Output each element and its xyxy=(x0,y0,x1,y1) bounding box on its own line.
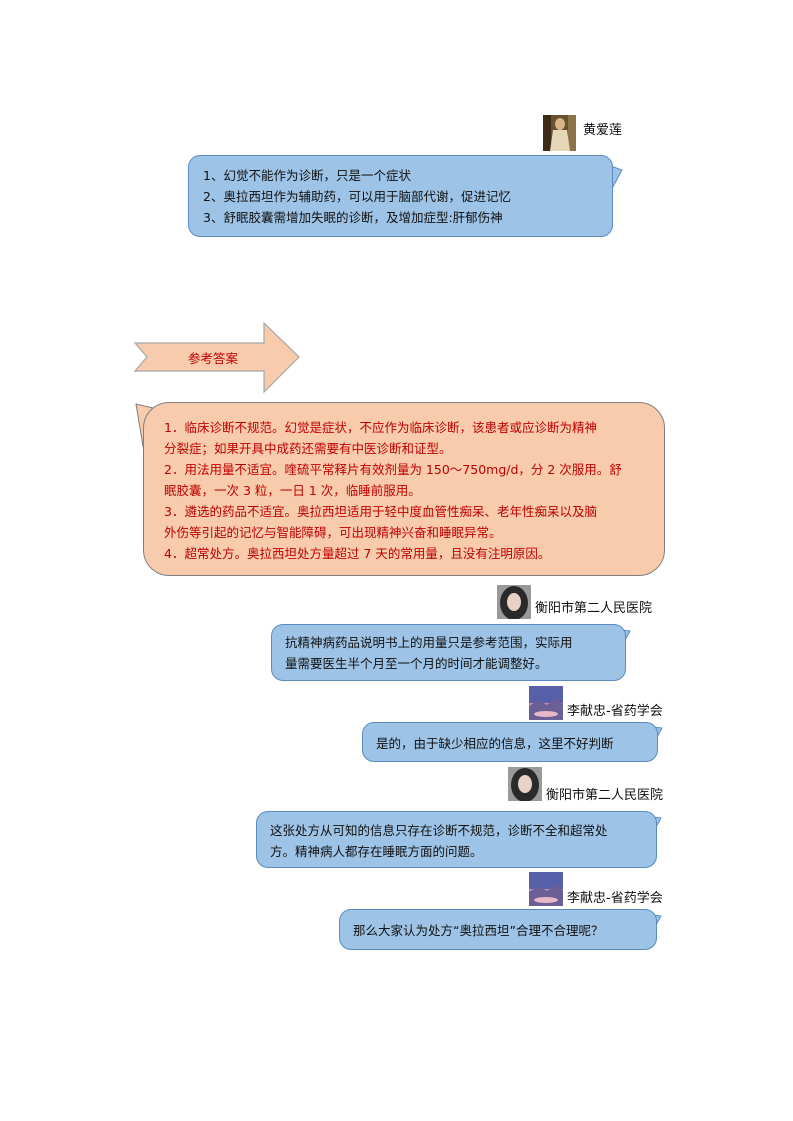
message-bubble: 是的，由于缺少相应的信息，这里不好判断 xyxy=(362,722,658,762)
sender-name: 李献忠-省药学会 xyxy=(567,891,663,906)
sender-name: 李献忠-省药学会 xyxy=(567,704,663,719)
sender-name: 黄爱莲 xyxy=(583,123,623,138)
reference-label: 参考答案 xyxy=(188,351,239,366)
reference-line: 1．临床诊断不规范。幻觉是症状，不应作为临床诊断，该患者或应诊断为精神 xyxy=(164,420,597,435)
reference-arrow xyxy=(133,322,300,394)
message-line: 量需要医生半个月至一个月的时间才能调整好。 xyxy=(285,656,548,671)
avatar xyxy=(529,686,563,720)
reference-line: 眠胶囊，一次 3 粒，一日 1 次，临睡前服用。 xyxy=(164,483,421,498)
message-line: 抗精神病药品说明书上的用量只是参考范围，实际用 xyxy=(285,635,573,650)
message-line: 是的，由于缺少相应的信息，这里不好判断 xyxy=(376,736,614,751)
reference-line: 分裂症；如果开具中成药还需要有中医诊断和证型。 xyxy=(164,441,452,456)
message-bubble: 那么大家认为处方“奥拉西坦”合理不合理呢？ xyxy=(339,909,657,950)
message-line: 方。精神病人都存在睡眠方面的问题。 xyxy=(270,844,483,859)
reference-line: 4．超常处方。奥拉西坦处方量超过 7 天的常用量，且没有注明原因。 xyxy=(164,546,551,561)
reference-line: 2．用法用量不适宜。喹硫平常释片有效剂量为 150～750mg/d，分 2 次服… xyxy=(164,462,622,477)
message-line: 3、舒眠胶囊需增加失眠的诊断，及增加症型:肝郁伤神 xyxy=(203,210,503,225)
avatar xyxy=(529,872,563,906)
reference-answer-bubble: 1．临床诊断不规范。幻觉是症状，不应作为临床诊断，该患者或应诊断为精神 分裂症；… xyxy=(143,402,665,576)
message-bubble: 这张处方从可知的信息只存在诊断不规范，诊断不全和超常处 方。精神病人都存在睡眠方… xyxy=(256,811,657,868)
sender-name: 衡阳市第二人民医院 xyxy=(546,788,664,803)
message-line: 1、幻觉不能作为诊断，只是一个症状 xyxy=(203,168,411,183)
message-line: 这张处方从可知的信息只存在诊断不规范，诊断不全和超常处 xyxy=(270,823,608,838)
message-line: 2、奥拉西坦作为辅助药，可以用于脑部代谢，促进记忆 xyxy=(203,189,511,204)
sender-name: 衡阳市第二人民医院 xyxy=(535,601,653,616)
message-bubble: 抗精神病药品说明书上的用量只是参考范围，实际用 量需要医生半个月至一个月的时间才… xyxy=(271,624,626,681)
reference-line: 外伤等引起的记忆与智能障碍，可出现精神兴奋和睡眠异常。 xyxy=(164,525,502,540)
avatar xyxy=(508,767,542,801)
avatar xyxy=(497,585,531,619)
message-bubble: 1、幻觉不能作为诊断，只是一个症状 2、奥拉西坦作为辅助药，可以用于脑部代谢，促… xyxy=(188,155,613,237)
reference-line: 3．遴选的药品不适宜。奥拉西坦适用于轻中度血管性痴呆、老年性痴呆以及脑 xyxy=(164,504,597,519)
avatar xyxy=(543,115,576,151)
message-line: 那么大家认为处方“奥拉西坦”合理不合理呢？ xyxy=(353,923,604,938)
